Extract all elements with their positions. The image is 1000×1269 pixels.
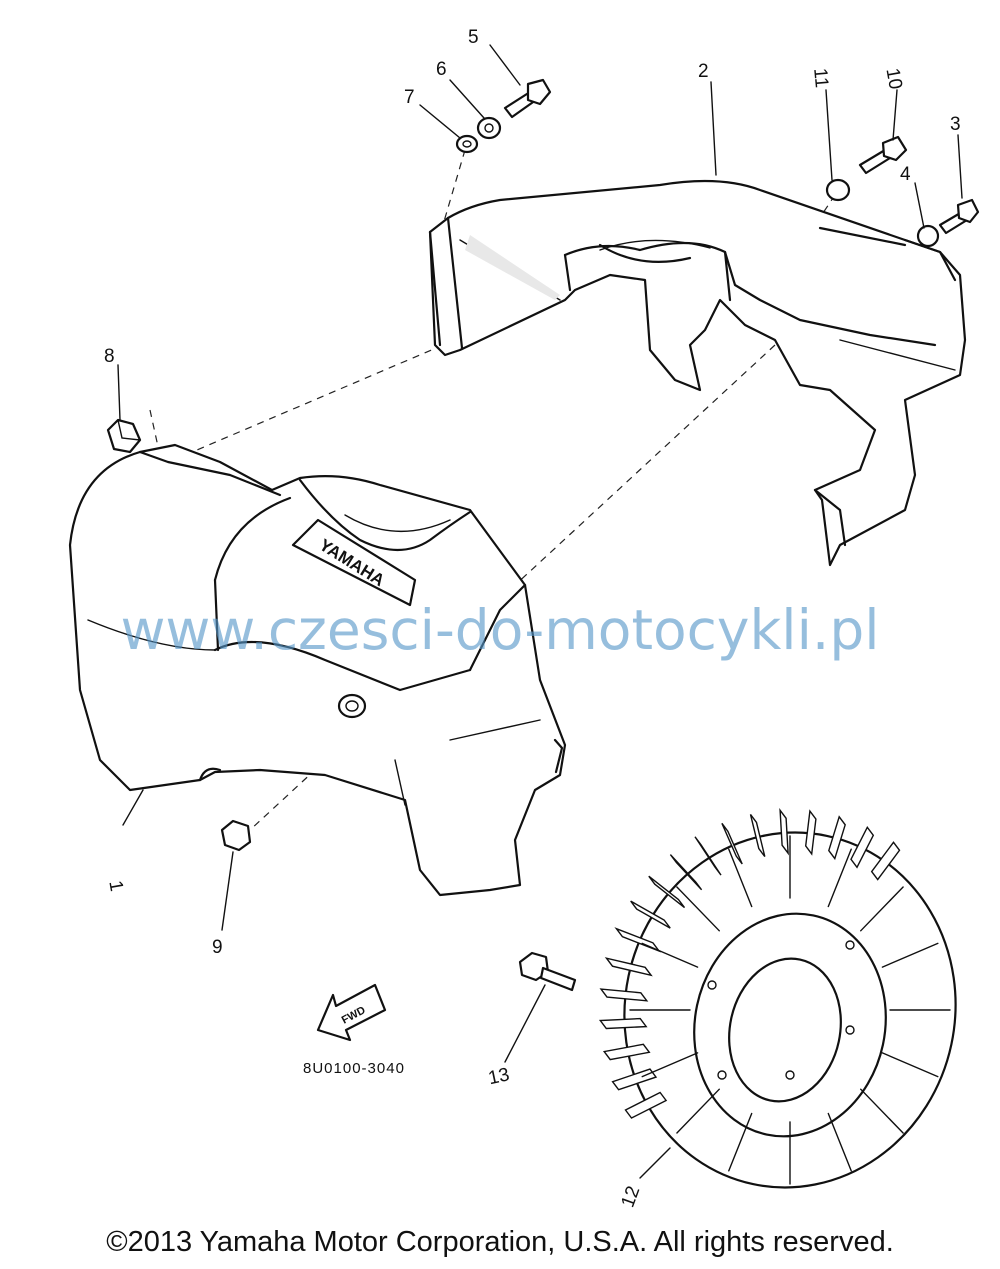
fan-fin	[804, 809, 817, 856]
washer-part-4	[916, 224, 940, 248]
callout-1: 1	[104, 879, 127, 893]
bolt-part-10	[858, 135, 908, 175]
upper-cover-part-2	[428, 179, 967, 567]
callout-11: 11	[809, 67, 832, 88]
leader-lines	[117, 44, 963, 1179]
part-code: 8U0100-3040	[303, 1060, 405, 1077]
fan-fin	[604, 957, 653, 977]
fan-spoke	[881, 1052, 939, 1078]
fan-spoke	[641, 1052, 699, 1078]
fan-spoke	[860, 1088, 904, 1134]
fan-fin	[828, 815, 846, 861]
fan-fins	[598, 808, 951, 1185]
main-shroud-part-1: YAMAHA	[68, 443, 567, 897]
copyright-notice: ©2013 Yamaha Motor Corporation, U.S.A. A…	[106, 1226, 894, 1258]
fan-spoke	[881, 942, 939, 968]
fan-fin	[694, 836, 722, 876]
fan-fin	[648, 875, 686, 909]
flywheel-fan-part-12	[598, 808, 957, 1189]
watermark-text: www.czesci-do-motocykli.pl	[120, 598, 880, 662]
fan-fin	[779, 808, 789, 856]
callout-7: 7	[404, 87, 415, 108]
callout-2: 2	[698, 61, 709, 82]
callout-10: 10	[881, 67, 905, 91]
washer-part-6	[476, 116, 502, 140]
fan-fin	[630, 900, 671, 929]
callout-4: 4	[900, 164, 911, 185]
fan-spoke	[676, 1088, 720, 1134]
fan-spoke	[827, 848, 852, 908]
fan-fin	[624, 1091, 668, 1119]
nut-part-8	[106, 418, 142, 454]
shroud-grommet	[337, 693, 367, 719]
fan-fin	[721, 822, 743, 865]
fan-spoke	[676, 886, 720, 932]
fan-fin	[598, 1017, 648, 1030]
bolt-part-5	[503, 78, 552, 119]
bolt-part-13	[518, 951, 577, 992]
washer-part-11	[825, 178, 851, 202]
fan-spoke	[641, 942, 699, 968]
callout-5: 5	[468, 27, 479, 48]
forward-direction-arrow: FWD	[316, 983, 387, 1042]
callout-13: 13	[486, 1064, 511, 1089]
callout-3: 3	[950, 114, 961, 135]
callout-8: 8	[104, 346, 115, 367]
fan-spoke	[827, 1112, 852, 1172]
washer-part-7	[455, 134, 479, 154]
nut-part-9	[220, 819, 252, 852]
fan-spoke	[860, 886, 904, 932]
fan-fin	[611, 1068, 658, 1091]
fan-fin	[850, 825, 875, 869]
fan-fin	[749, 813, 766, 858]
callout-9: 9	[212, 937, 223, 958]
fan-fin	[669, 854, 703, 891]
callout-6: 6	[436, 59, 447, 80]
fan-fin	[870, 841, 901, 881]
fan-fin	[599, 988, 649, 1002]
fan-spoke	[728, 848, 753, 908]
fan-spoke	[728, 1112, 753, 1172]
fan-fin	[602, 1043, 651, 1061]
bolt-part-3	[938, 198, 980, 235]
callout-12: 12	[617, 1183, 644, 1210]
